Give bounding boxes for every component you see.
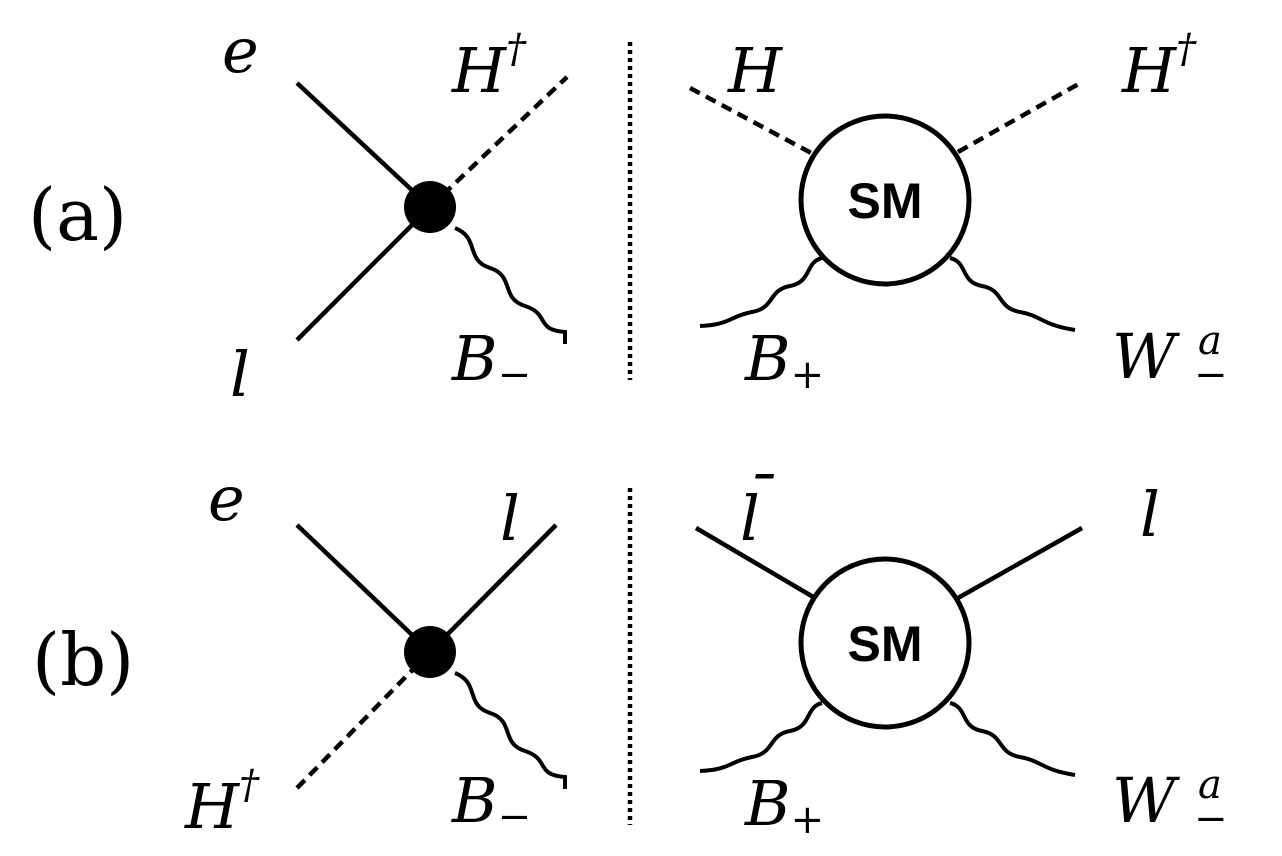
higgs-dashed-line — [428, 75, 569, 209]
label-w-subscript: − — [1194, 352, 1228, 398]
lepton-out-line — [428, 523, 558, 654]
sm-blob — [798, 556, 972, 730]
label-h-dagger: H† — [184, 762, 260, 843]
higgs-dagger-dashed-line — [295, 650, 432, 790]
label-lbar-bar: ¯ — [744, 462, 775, 535]
sm-blob-label: SM — [848, 173, 923, 229]
label-l: l — [230, 338, 250, 411]
sm-blob — [798, 113, 972, 287]
gauge-boson-wavy-line — [454, 671, 567, 789]
effective-vertex-blob — [404, 181, 456, 233]
row-b-sm-diagram: SM l ¯ l B+ W a − — [694, 462, 1228, 843]
row-b: (b) e l H† B− SM l ¯ l B+ W a — [32, 462, 1228, 843]
row-a-label: (a) — [28, 173, 127, 257]
label-w-subscript: − — [1194, 796, 1228, 842]
label-b-plus: B+ — [744, 322, 824, 398]
row-a-sm-diagram: SM H H† B+ W a − — [688, 26, 1228, 398]
label-b-minus: B− — [451, 322, 531, 398]
row-b-vertex-diagram: e l H† B− — [184, 462, 567, 843]
label-e: e — [208, 462, 245, 535]
row-a: (a) e l H† B− SM H H† B+ W a — [28, 14, 1228, 411]
label-l-out: l — [1140, 478, 1160, 551]
label-h-in: H — [727, 34, 784, 107]
effective-vertex-blob — [404, 626, 456, 678]
row-a-vertex-diagram: e l H† B− — [222, 14, 569, 411]
label-w-superscript: a — [1198, 762, 1222, 808]
label-w-superscript: a — [1198, 318, 1222, 364]
electron-line — [295, 81, 432, 209]
w-minus-wavy-line — [949, 701, 1076, 777]
w-minus-wavy-line — [949, 256, 1076, 332]
label-w-minus-a: W — [1112, 320, 1180, 393]
higgs-in-dashed-line — [688, 86, 817, 157]
b-plus-wavy-line — [699, 256, 823, 328]
lepton-line — [956, 526, 1084, 600]
electron-line — [295, 523, 432, 654]
label-lbar: l — [740, 482, 760, 555]
b-plus-wavy-line — [699, 701, 823, 773]
label-b-plus: B+ — [744, 767, 824, 843]
label-l: l — [500, 482, 520, 555]
higgs-out-dashed-line — [956, 80, 1084, 154]
sm-blob-label: SM — [848, 616, 923, 672]
lepton-line — [295, 205, 432, 342]
label-h-dagger: H† — [451, 26, 527, 107]
label-e: e — [222, 14, 259, 87]
gauge-boson-wavy-line — [454, 226, 567, 344]
label-b-minus: B− — [451, 764, 531, 840]
antilepton-line — [694, 526, 817, 600]
label-h-dagger-out: H† — [1121, 26, 1197, 107]
label-w-minus-a: W — [1112, 764, 1180, 837]
row-b-label: (b) — [32, 618, 134, 702]
